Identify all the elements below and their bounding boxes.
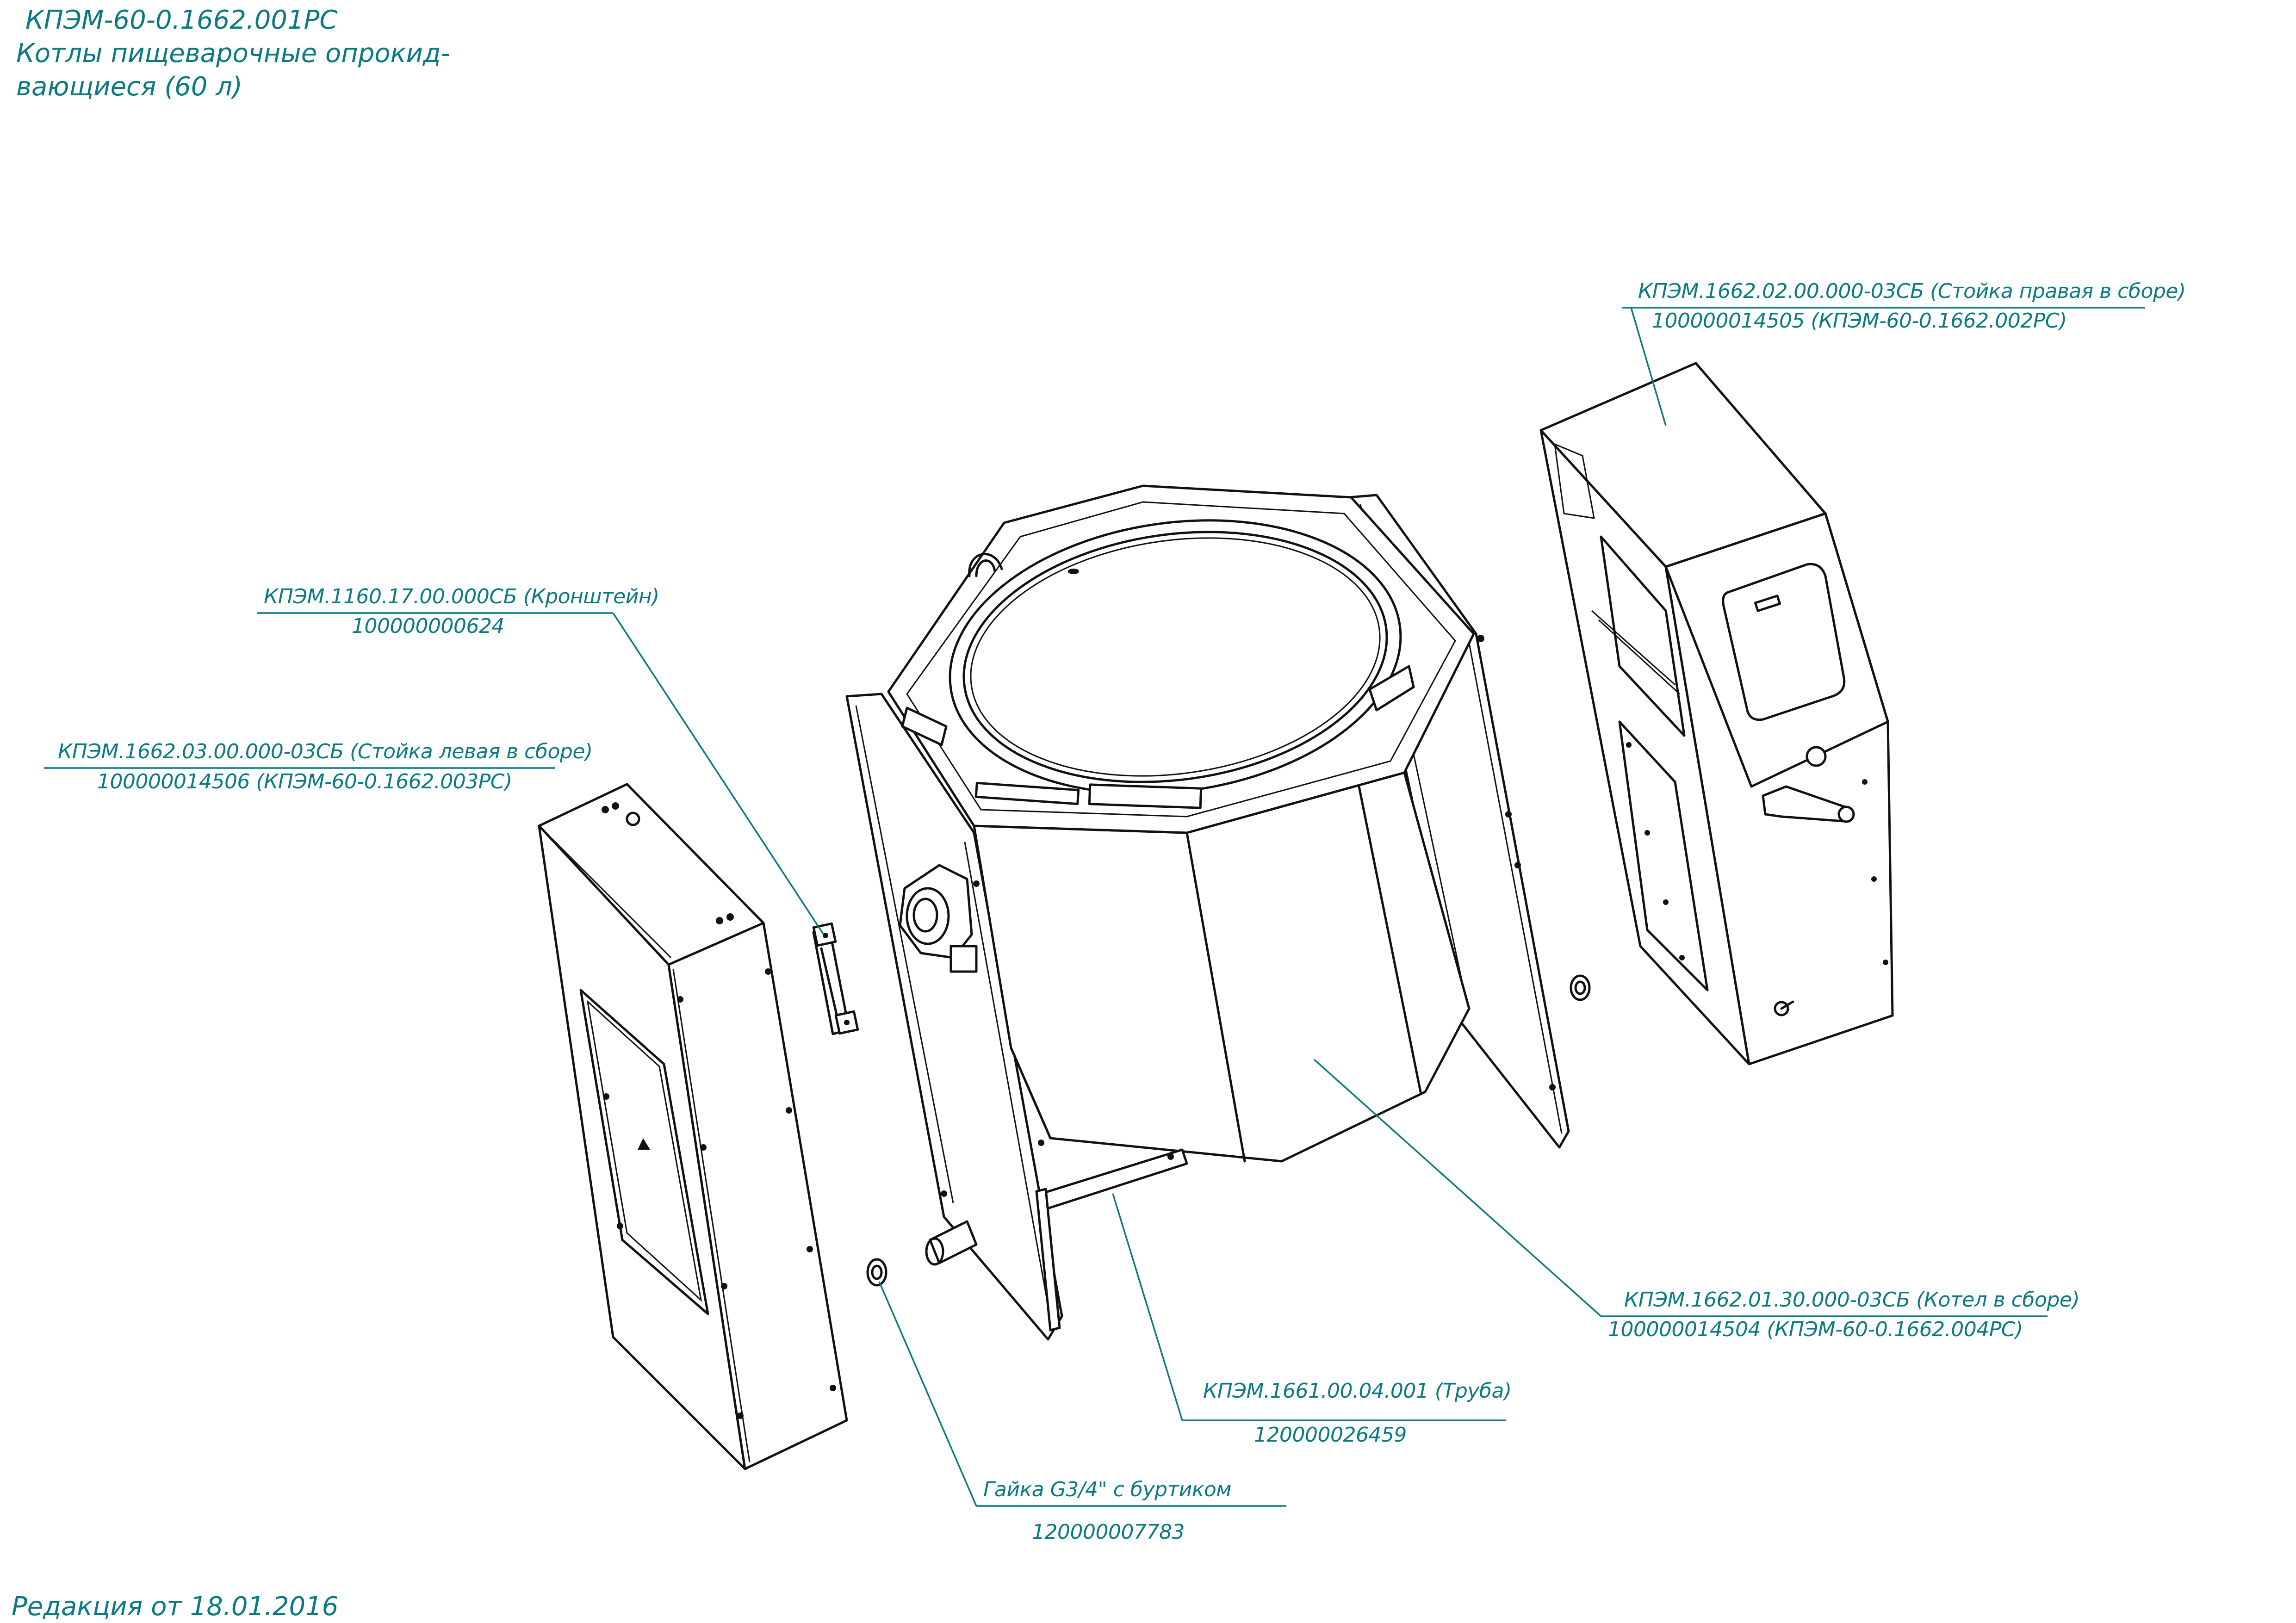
document-title-line1: Котлы пищеварочные опрокид- [16, 38, 450, 68]
nut-drawing-right [1570, 974, 1591, 1001]
right-stand-drawing [1539, 362, 1894, 1065]
nut-drawing [866, 1258, 887, 1287]
right-stand-name: КПЭМ.1662.02.00.000-03СБ (Стойка правая … [1638, 279, 2186, 303]
revision-note: Редакция от 18.01.2016 [12, 1592, 339, 1622]
boiler-code: 100000014504 (КПЭМ-60-0.1662.004РС) [1608, 1318, 2023, 1341]
pipe-name: КПЭМ.1661.00.04.001 (Труба) [1203, 1379, 1512, 1403]
pipe-code: 120000026459 [1254, 1423, 1407, 1447]
bracket-drawing [812, 922, 859, 1035]
left-stand-code: 100000014506 (КПЭМ-60-0.1662.003РС) [97, 770, 512, 793]
right-stand-code: 100000014505 (КПЭМ-60-0.1662.002РС) [1652, 309, 2067, 333]
leader-lines [44, 307, 2145, 1507]
bracket-name: КПЭМ.1160.17.00.000СБ (Кронштейн) [264, 585, 659, 608]
left-stand-name: КПЭМ.1662.03.00.000-03СБ (Стойка левая в… [58, 740, 593, 763]
bracket-code: 100000000624 [352, 614, 504, 638]
nut-name: Гайка G3/4" с буртиком [983, 1478, 1231, 1501]
boiler-name: КПЭМ.1662.01.30.000-03СБ (Котел в сборе) [1624, 1288, 2080, 1312]
document-title-line2: вающиеся (60 л) [16, 72, 242, 102]
boiler-drawing [845, 484, 1570, 1341]
left-stand-drawing [538, 783, 848, 1470]
nut-code: 120000007783 [1032, 1520, 1185, 1544]
document-code: КПЭМ-60-0.1662.001РС [25, 5, 338, 35]
